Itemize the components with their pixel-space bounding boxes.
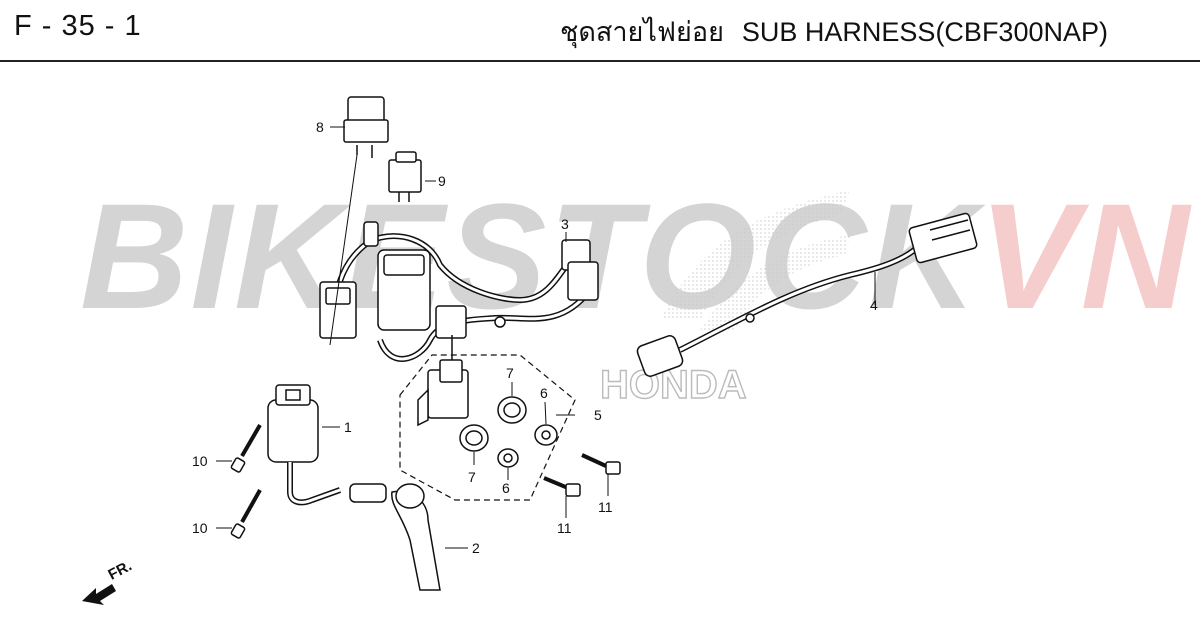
callout-7-upper: 7 [506,365,514,381]
callout-4: 4 [870,297,878,313]
part-10-bolt-upper [230,423,262,473]
part-8-connector [343,96,389,158]
callout-6-lower: 6 [502,480,510,496]
part-9-relay [388,151,422,202]
part-2-plug-cap [349,483,441,591]
callout-7-lower: 7 [468,469,476,485]
part-11-bolt-left [543,476,581,497]
callout-11-right: 11 [598,499,613,515]
part-10-bolt-lower [230,489,262,539]
front-arrow-icon [82,584,116,605]
part-4-harness [636,212,978,377]
page-title: ชุดสายไฟย่อย SUB HARNESS(CBF300NAP) [560,10,1108,53]
watermark-accent: VN [978,172,1192,340]
part-7-grommet-upper [497,396,527,424]
callout-1: 1 [344,419,352,435]
callout-labels: 8 9 3 4 1 2 5 7 7 6 6 10 10 11 11 [192,119,878,556]
parts-diagram: HONDA [82,96,978,605]
part-6-collar-lower [497,448,519,468]
honda-wing-watermark: HONDA [599,190,850,408]
sub-harness-assembly [319,221,599,362]
callout-6-upper: 6 [540,385,548,401]
callout-11-left: 11 [557,520,572,536]
part-1-ignition-coil [267,384,342,506]
callout-9: 9 [438,173,446,189]
title-english: SUB HARNESS(CBF300NAP) [741,17,1108,47]
leader-lines [216,126,876,549]
callout-3: 3 [561,216,569,232]
honda-brand-text: HONDA [600,363,747,407]
part-11-bolt-right [581,453,621,475]
callout-5: 5 [594,407,602,423]
part-5-bracket [417,335,469,427]
part-7-grommet-lower [459,424,489,452]
callout-10-upper: 10 [192,453,208,469]
title-thai: ชุดสายไฟย่อย [560,17,724,48]
callout-8: 8 [316,119,324,135]
page-code: F - 35 - 1 [14,10,142,42]
part-5-bracket-set [399,354,576,501]
callout-10-lower: 10 [192,520,208,536]
page-header: F - 35 - 1 ชุดสายไฟย่อย SUB HARNESS(CBF30… [0,0,1200,62]
callout-2: 2 [472,540,480,556]
part-6-collar-upper [534,424,558,446]
